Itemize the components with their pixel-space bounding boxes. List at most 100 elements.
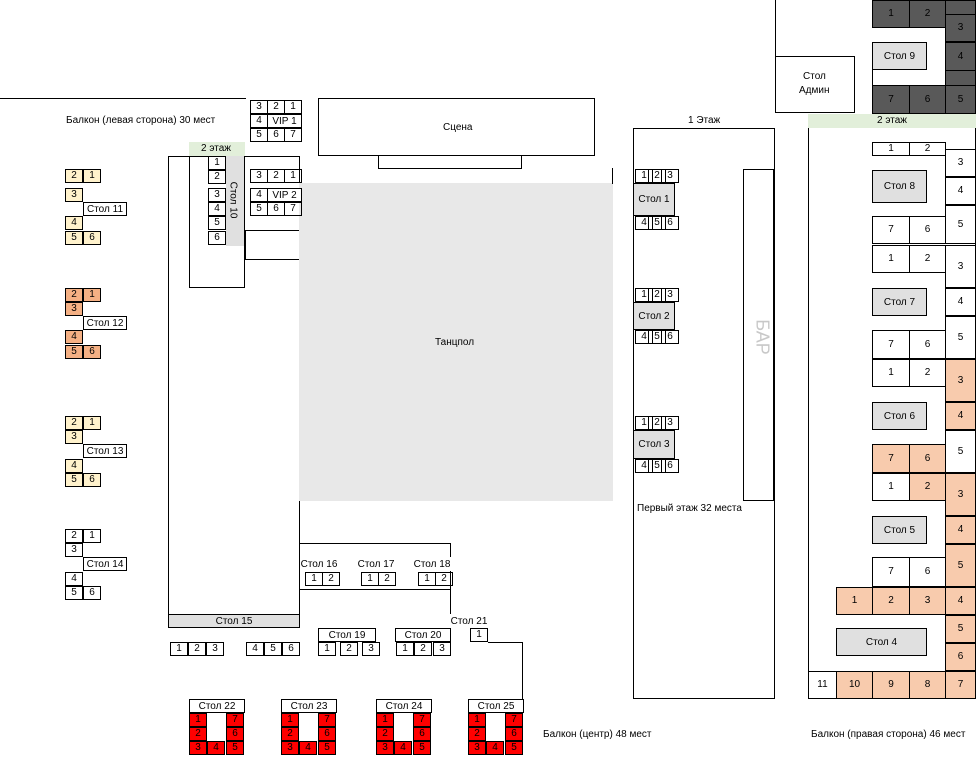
seat[interactable]: 6	[505, 727, 523, 741]
seat[interactable]: 4	[65, 459, 83, 473]
seat[interactable]: 1	[872, 245, 910, 273]
table-21[interactable]: Стол 21	[450, 614, 488, 628]
seat[interactable]: 3	[945, 245, 976, 288]
seat[interactable]: 2	[208, 170, 226, 184]
table-5[interactable]: Стол 5	[872, 516, 927, 544]
seat[interactable]: 5	[250, 128, 268, 142]
seat[interactable]: 1	[872, 142, 910, 156]
table-vip1[interactable]: VIP 1	[267, 114, 302, 128]
seat[interactable]: 3	[281, 741, 299, 755]
seat[interactable]: 4	[207, 741, 225, 755]
seat[interactable]: 5	[648, 459, 666, 473]
seat[interactable]: 6	[909, 330, 946, 359]
seat[interactable]: 1	[170, 642, 188, 656]
seat[interactable]: 1	[635, 169, 653, 183]
seat[interactable]: 5	[945, 430, 976, 473]
seat[interactable]: 1	[361, 572, 379, 586]
seat[interactable]: 2	[909, 245, 946, 273]
seat[interactable]: 5	[318, 741, 336, 755]
seat[interactable]: 2	[65, 416, 83, 430]
seat[interactable]: 4	[65, 330, 83, 344]
seat[interactable]: 3	[945, 149, 976, 177]
seat[interactable]: 2	[65, 529, 83, 543]
seat[interactable]: 6	[661, 459, 679, 473]
seat[interactable]: 2	[340, 642, 358, 656]
seat[interactable]: 6	[83, 473, 101, 487]
table-16[interactable]: Стол 16	[300, 557, 338, 571]
seat[interactable]: 7	[872, 216, 910, 244]
seat[interactable]: 2	[65, 288, 83, 302]
seat[interactable]: 2	[414, 642, 432, 656]
seat[interactable]: 11	[808, 671, 837, 699]
seat[interactable]: 7	[284, 202, 302, 216]
seat[interactable]: 3	[65, 543, 83, 557]
seat[interactable]: 4	[945, 402, 976, 430]
seat[interactable]: 7	[872, 85, 910, 114]
seat[interactable]: 2	[872, 587, 910, 615]
seat[interactable]: 5	[945, 544, 976, 587]
seat[interactable]: 3	[362, 642, 380, 656]
seat[interactable]: 7	[872, 330, 910, 359]
table-24[interactable]: Стол 24	[376, 699, 432, 713]
seat[interactable]: 7	[226, 713, 244, 727]
table-6[interactable]: Стол 6	[872, 402, 927, 430]
seat[interactable]: 1	[83, 169, 101, 183]
seat[interactable]: 9	[872, 671, 910, 699]
seat[interactable]: 2	[909, 473, 946, 501]
seat[interactable]: 1	[83, 416, 101, 430]
seat[interactable]: 6	[282, 642, 300, 656]
seat[interactable]: 2	[468, 727, 486, 741]
seat[interactable]: 2	[648, 416, 666, 430]
table-8[interactable]: Стол 8	[872, 170, 927, 203]
seat[interactable]: 1	[836, 587, 873, 615]
seat[interactable]: 1	[83, 288, 101, 302]
seat[interactable]: 1	[83, 529, 101, 543]
seat[interactable]: 5	[945, 85, 976, 114]
seat[interactable]: 4	[246, 642, 264, 656]
seat[interactable]: 4	[945, 42, 976, 71]
seat[interactable]: 2	[909, 359, 946, 387]
seat[interactable]: 2	[648, 288, 666, 302]
seat[interactable]: 7	[284, 128, 302, 142]
seat[interactable]: 7	[872, 557, 910, 587]
seat[interactable]: 3	[945, 473, 976, 516]
seat[interactable]: 5	[945, 205, 976, 244]
seat[interactable]: 4	[486, 741, 504, 755]
seat[interactable]: 4	[945, 177, 976, 205]
seat[interactable]: 2	[267, 169, 285, 183]
seat[interactable]: 2	[909, 142, 946, 156]
table-9[interactable]: Стол 9	[872, 42, 927, 70]
seat[interactable]: 1	[418, 572, 436, 586]
table-7[interactable]: Стол 7	[872, 288, 927, 316]
table-18[interactable]: Стол 18	[412, 557, 452, 571]
seat[interactable]: 3	[208, 188, 226, 202]
seat[interactable]: 2	[267, 100, 285, 114]
seat[interactable]: 4	[208, 202, 226, 216]
seat[interactable]: 10	[836, 671, 873, 699]
table-17[interactable]: Стол 17	[356, 557, 396, 571]
seat[interactable]: 1	[281, 713, 299, 727]
seat[interactable]: 4	[394, 741, 412, 755]
seat[interactable]: 5	[413, 741, 431, 755]
seat[interactable]: 1	[284, 100, 302, 114]
seat[interactable]: 5	[65, 473, 83, 487]
table-11[interactable]: Стол 11	[83, 202, 127, 216]
table-12[interactable]: Стол 12	[83, 316, 127, 330]
seat[interactable]: 5	[945, 316, 976, 359]
seat[interactable]: 7	[505, 713, 523, 727]
seat[interactable]: 1	[872, 359, 910, 387]
seat[interactable]: 7	[413, 713, 431, 727]
seat[interactable]: 1	[635, 288, 653, 302]
seat[interactable]: 6	[909, 216, 946, 244]
table-23[interactable]: Стол 23	[281, 699, 337, 713]
seat[interactable]: 6	[83, 345, 101, 359]
seat[interactable]: 5	[648, 330, 666, 344]
seat[interactable]: 3	[945, 14, 976, 42]
table-vip2[interactable]: VIP 2	[267, 188, 302, 202]
seat[interactable]: 1	[208, 156, 226, 170]
seat[interactable]: 3	[945, 359, 976, 402]
seat[interactable]: 7	[872, 444, 910, 473]
seat[interactable]: 6	[661, 216, 679, 230]
seat[interactable]: 6	[945, 643, 976, 671]
seat[interactable]: 6	[909, 85, 946, 114]
